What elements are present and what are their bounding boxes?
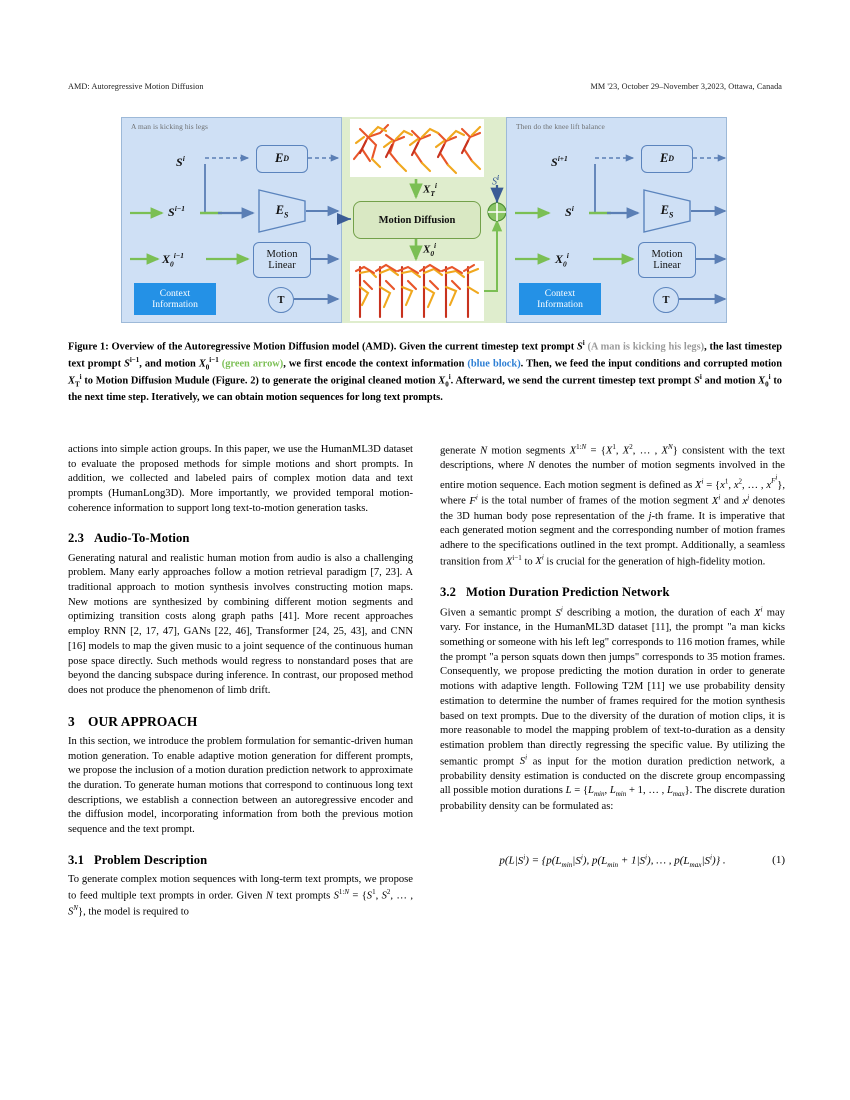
context-label-left-1: Context [159, 287, 191, 299]
right-panel-prompt-title: Then do the knee lift balance [516, 122, 605, 131]
motion-linear-label-left-1: Motion [266, 248, 298, 260]
motion-strip-noisy [350, 119, 484, 177]
figure-1-caption: Figure 1: Overview of the Autoregressive… [68, 339, 783, 404]
equation-1: p(L|Si) = {p(Lmin|Si), p(Lmin + 1|Si), …… [440, 853, 785, 871]
left-para-2: Generating natural and realistic human m… [68, 552, 413, 696]
section-3-title: OUR APPROACH [88, 713, 198, 729]
figure-1-diagram: A man is kicking his legs Si Si−1 X0i−1 … [121, 117, 727, 323]
motion-linear-box-right: Motion Linear [638, 242, 696, 278]
left-para-1: actions into simple action groups. In th… [68, 444, 413, 514]
section-heading-2-3: 2.3 Audio-To-Motion [68, 530, 413, 547]
motion-linear-label-right-2: Linear [653, 260, 681, 271]
label-s-i-minus-1: Si−1 [168, 204, 185, 219]
context-information-block-left: Context Information [134, 283, 216, 315]
motion-linear-label-right-1: Motion [651, 248, 683, 260]
figure-left-panel: A man is kicking his legs Si Si−1 X0i−1 … [121, 117, 342, 323]
label-s-i-merge: Si [492, 173, 500, 188]
left-panel-prompt-title: A man is kicking his legs [131, 122, 209, 131]
section-3-1-number: 3.1 [68, 852, 85, 867]
encoder-es-trapezoid-right: ES [640, 188, 694, 234]
section-2-3-title: Audio-To-Motion [94, 531, 190, 546]
label-x0-i-right: X0i [555, 251, 569, 269]
label-s-i-right: Si [565, 204, 574, 219]
context-label-right-2: Information [537, 299, 583, 310]
running-head-right: MM '23, October 29–November 3,2023, Otta… [590, 82, 782, 91]
right-para-1: generate N motion segments X1:N = {X1, X… [440, 443, 786, 568]
encoder-es-trapezoid-left: ES [255, 188, 309, 234]
section-heading-3-1: 3.1 Problem Description [68, 852, 413, 869]
label-x0-i-mid: X0i [423, 241, 437, 258]
equation-1-number: (1) [772, 853, 785, 866]
label-x0-i-minus-1: X0i−1 [162, 251, 184, 269]
caption-label: Figure 1: [68, 341, 109, 353]
left-para-4-post: , the model is required to [83, 906, 189, 918]
right-para-1-pre: generate [440, 445, 481, 457]
left-para-4-pre: To generate complex motion sequences wit… [68, 874, 413, 902]
right-para-1-mid: motion segments [487, 445, 570, 457]
motion-linear-box-left: Motion Linear [253, 242, 311, 278]
context-information-block-right: Context Information [519, 283, 601, 315]
motion-linear-label-left-2: Linear [268, 260, 296, 271]
section-heading-3-2: 3.2 Motion Duration Prediction Network [440, 584, 785, 601]
caption-green-phrase: (green arrow) [221, 358, 284, 370]
encoder-es-label-left: ES [275, 202, 289, 220]
right-para-2: Given a semantic prompt Si describing a … [440, 605, 785, 813]
running-head-left: AMD: Autoregressive Motion Diffusion [68, 82, 204, 91]
encoder-es-label-right: ES [660, 202, 674, 220]
timestep-circle-right: T [653, 287, 679, 313]
context-label-left-2: Information [152, 299, 198, 310]
motion-diffusion-box: Motion Diffusion [353, 201, 481, 239]
body-left-column: actions into simple action groups. In th… [68, 443, 413, 920]
label-xt-i: XTi [423, 181, 437, 198]
section-3-2-title: Motion Duration Prediction Network [466, 584, 670, 599]
context-label-right-1: Context [544, 287, 576, 299]
label-s-i-plus-1: Si+1 [551, 154, 568, 169]
timestep-circle-left: T [268, 287, 294, 313]
left-para-4: To generate complex motion sequences wit… [68, 874, 414, 918]
section-heading-3: 3 OUR APPROACH [68, 713, 413, 732]
section-2-3-number: 2.3 [68, 531, 85, 546]
caption-blue-phrase: (blue block) [467, 358, 521, 370]
figure-middle-panel: XTi Motion Diffusion X0i [337, 117, 521, 323]
left-para-3: In this section, we introduce the proble… [68, 736, 413, 836]
body-right-column: generate N motion segments X1:N = {X1, X… [440, 443, 785, 871]
section-3-number: 3 [68, 713, 75, 729]
label-s-i-left: Si [176, 154, 185, 169]
figure-right-panel: Then do the knee lift balance Si+1 Si X0… [506, 117, 727, 323]
section-3-2-number: 3.2 [440, 584, 457, 599]
motion-strip-clean [350, 261, 484, 321]
section-3-1-title: Problem Description [94, 852, 208, 867]
running-head: AMD: Autoregressive Motion Diffusion MM … [68, 82, 782, 96]
left-para-4-mid: text prompts [272, 890, 334, 902]
left-para-4-N: N [265, 890, 273, 902]
equation-1-body: p(L|Si) = {p(Lmin|Si), p(Lmin + 1|Si), …… [499, 852, 726, 869]
right-para-1-N: N [480, 445, 488, 457]
caption-grey-phrase: (A man is kicking his legs) [587, 341, 705, 353]
